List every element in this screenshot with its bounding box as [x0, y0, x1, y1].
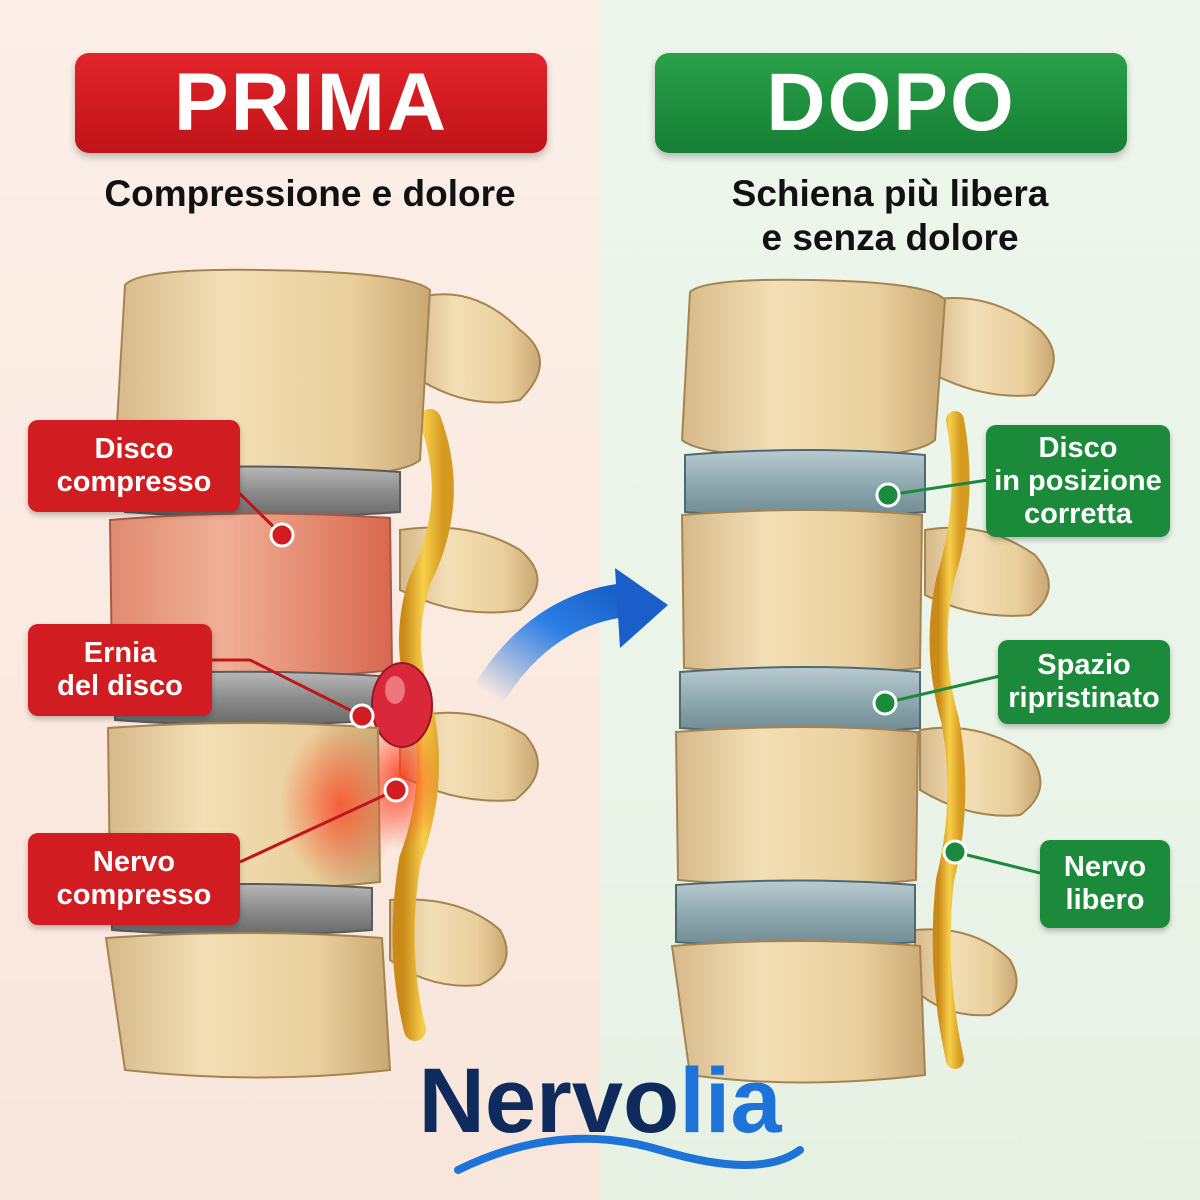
callout-compressed-nerve: Nervo compresso [28, 833, 240, 925]
before-spine [104, 268, 541, 1079]
callout-space-restored: Spazio ripristinato [998, 640, 1170, 724]
brand-logo: Nervolia [380, 1055, 820, 1165]
before-subtitle: Compressione e dolore [104, 173, 516, 214]
callout-line: in posizione [994, 464, 1162, 497]
after-spine [670, 278, 1055, 1084]
after-heading: DOPO [655, 53, 1127, 153]
before-leaders [212, 490, 409, 864]
callout-line: Ernia [83, 637, 157, 669]
callout-line: compresso [56, 466, 212, 498]
after-subtitle: Schiena più libera e senza dolore [640, 172, 1140, 260]
callout-herniated-disc: Ernia del disco [28, 624, 212, 716]
wave-icon [454, 1134, 804, 1174]
arrow-right-icon [471, 568, 668, 712]
callout-compressed-disc: Disco compresso [28, 420, 240, 512]
logo-part-1: Nervo [418, 1050, 680, 1152]
after-subtitle-line-1: Schiena più libera [731, 173, 1049, 214]
callout-line: Spazio [1037, 649, 1131, 681]
callout-line: ripristinato [1008, 682, 1160, 714]
callout-free-nerve: Nervo libero [1040, 840, 1170, 928]
callout-line: libero [1065, 884, 1145, 916]
after-leaders [872, 478, 1041, 875]
callout-disc-correct-position: Disco in posizione corretta [986, 425, 1170, 537]
before-heading: PRIMA [75, 53, 547, 153]
callout-line: Nervo [92, 846, 176, 878]
callout-line: corretta [1024, 497, 1132, 530]
callout-line: Disco [94, 433, 174, 465]
callout-line: Nervo [1063, 851, 1147, 883]
callout-line: Disco [1038, 431, 1118, 464]
callout-line: compresso [56, 879, 212, 911]
after-subtitle-line-2: e senza dolore [761, 217, 1019, 258]
logo-part-2: lia [679, 1050, 782, 1152]
callout-line: del disco [57, 670, 183, 702]
